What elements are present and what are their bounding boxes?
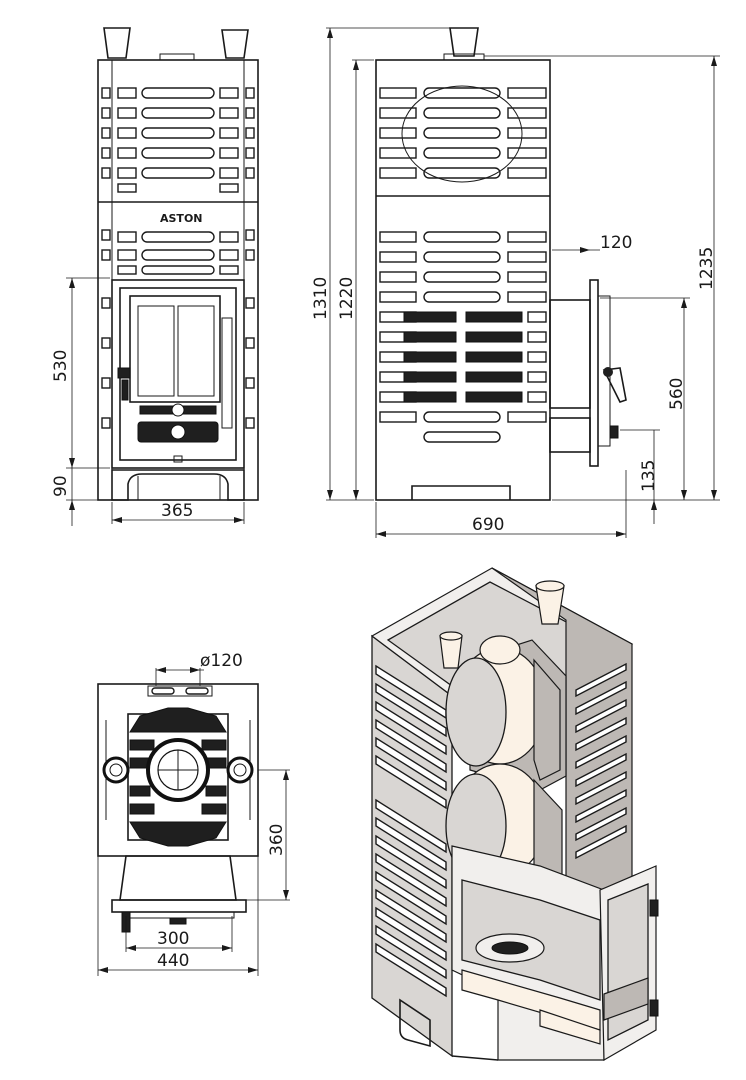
svg-text:300: 300 bbox=[157, 929, 189, 949]
front-view: ASTON bbox=[51, 27, 259, 526]
front-upper-slots bbox=[117, 87, 239, 193]
side-view: 1310 1220 1235 120 560 135 bbox=[311, 27, 720, 538]
svg-text:135: 135 bbox=[639, 460, 659, 492]
front-dimensions: 530 90 365 bbox=[51, 277, 245, 526]
isometric-section-view bbox=[370, 567, 659, 1062]
svg-text:90: 90 bbox=[51, 475, 71, 497]
iso-firebox bbox=[451, 845, 605, 1061]
svg-text:120: 120 bbox=[600, 233, 632, 253]
side-door-profile bbox=[549, 279, 627, 467]
iso-heat-exchanger bbox=[445, 635, 567, 891]
svg-text:1220: 1220 bbox=[337, 277, 357, 320]
side-lower-slots bbox=[379, 231, 547, 443]
svg-text:690: 690 bbox=[472, 515, 504, 535]
svg-text:1235: 1235 bbox=[697, 247, 717, 290]
iso-right-slots bbox=[575, 662, 627, 860]
svg-text:365: 365 bbox=[161, 501, 193, 521]
svg-text:530: 530 bbox=[51, 350, 71, 382]
front-side-slots bbox=[101, 87, 255, 429]
side-upper-slots bbox=[379, 85, 547, 183]
iso-left-slots bbox=[375, 664, 447, 998]
svg-text:560: 560 bbox=[667, 378, 687, 410]
top-view: ø120 360 300 440 bbox=[97, 651, 290, 976]
brand-logo: ASTON bbox=[160, 212, 203, 225]
svg-text:440: 440 bbox=[157, 951, 189, 971]
svg-text:360: 360 bbox=[267, 824, 287, 856]
svg-text:ø120: ø120 bbox=[200, 651, 243, 671]
front-door bbox=[111, 279, 245, 469]
top-dimensions: ø120 360 300 440 bbox=[97, 651, 290, 976]
iso-door bbox=[599, 865, 659, 1062]
svg-text:1310: 1310 bbox=[311, 277, 331, 320]
side-dimensions: 1310 1220 1235 120 560 135 bbox=[311, 27, 720, 538]
